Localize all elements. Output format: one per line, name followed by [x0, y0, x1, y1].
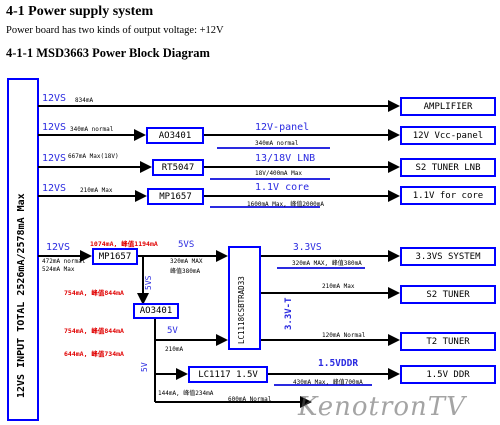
sub-in-current-normal: 472mA normal: [42, 258, 86, 265]
rail3-current: 667mA Max(18V): [68, 153, 119, 160]
intro-text: Power board has two kinds of output volt…: [6, 25, 224, 36]
rail2-in-label: 12VS: [42, 122, 67, 133]
sub-in-current-max: 524mA Max: [42, 266, 75, 273]
current-s2-tuner: 210mA Max: [322, 283, 355, 290]
chip-lc1117: LC1117 1.5V: [188, 366, 268, 383]
current-320ma: 320mA MAX: [170, 258, 203, 265]
rail4-current: 210mA Max: [80, 187, 113, 194]
dest-3v3vs-system: 3.3VS SYSTEM: [400, 247, 496, 266]
watermark: KenotronTV: [298, 392, 466, 422]
rail3-out-label: 13/18V LNB: [255, 153, 316, 164]
current-3v3vs: 320mA MAX, 峰值380mA: [292, 260, 362, 267]
rail2-out-current: 340mA normal: [255, 140, 299, 147]
chip-ao3401-sub: AO3401: [133, 303, 179, 319]
ldo-lc1118-label: LC1118CSBTRAD33: [237, 276, 246, 344]
rail1-current: 834mA: [75, 97, 94, 104]
rail2-current: 340mA normal: [70, 126, 114, 133]
net-5vs-vertical: 5VS: [144, 275, 153, 290]
net-5v: 5V: [167, 326, 178, 336]
net-1v5ddr: 1.5VDDR: [318, 358, 359, 369]
rail2-out-label: 12V-panel: [255, 122, 310, 133]
red-current-644: 644mA, 峰值734mA: [64, 350, 124, 358]
chip-mp1657-sub: MP1657: [92, 248, 138, 265]
rail4-out-current: 1600mA Max, 峰值2000mA: [247, 201, 325, 208]
mp1657-red-current: 1074mA, 峰值1194mA: [90, 240, 158, 248]
rail4-out-label: 1.1V core: [255, 182, 310, 193]
dest-s2-tuner-lnb: S2 TUNER LNB: [400, 158, 496, 177]
current-t2-tuner: 120mA Normal: [322, 332, 366, 339]
input-total-label: 12VS INPUT TOTAL 2526mA/2578mA Max: [16, 193, 27, 398]
current-144ma: 144mA, 峰值234mA: [158, 390, 214, 397]
chip-ao3401-top: AO3401: [146, 127, 204, 144]
rail3-out-current: 18V/400mA Max: [255, 170, 302, 177]
chip-rt5047: RT5047: [152, 159, 204, 176]
net-3v3-t: 3.3V-T: [284, 297, 294, 330]
dest-t2-tuner: T2 TUNER: [400, 332, 496, 351]
chip-mp1657-top: MP1657: [147, 188, 204, 205]
rail1-in-label: 12VS: [42, 93, 67, 104]
dest-s2-tuner: S2 TUNER: [400, 285, 496, 304]
red-current-754a: 754mA, 峰值844mA: [64, 289, 124, 297]
section-title: 4-1 Power supply system: [6, 4, 154, 19]
dest-12v-vcc-panel: 12V Vcc-panel: [400, 126, 496, 145]
input-total-bar: [7, 78, 39, 421]
current-600ma: 600mA Normal: [228, 396, 272, 403]
current-210ma: 210mA: [165, 346, 184, 353]
current-320ma-peak: 峰值380mA: [170, 268, 201, 275]
net-3v3vs: 3.3VS: [293, 242, 322, 253]
dest-amplifier: AMPLIFIER: [400, 97, 496, 116]
net-5v-vertical: 5V: [140, 362, 149, 372]
subsection-title: 4-1-1 MSD3663 Power Block Diagram: [6, 46, 210, 60]
rail4-in-label: 12VS: [42, 183, 67, 194]
net-5vs: 5VS: [178, 240, 195, 250]
rail3-in-label: 12VS: [42, 153, 67, 164]
ldo-lc1118: [228, 246, 261, 350]
dest-1v5-ddr: 1.5V DDR: [400, 365, 496, 384]
red-current-754b: 754mA, 峰值844mA: [64, 327, 124, 335]
dest-1v1-core: 1.1V for core: [400, 186, 496, 205]
sub-in-label: 12VS: [46, 242, 71, 253]
current-ddr: 430mA Max, 峰值700mA: [293, 379, 363, 386]
